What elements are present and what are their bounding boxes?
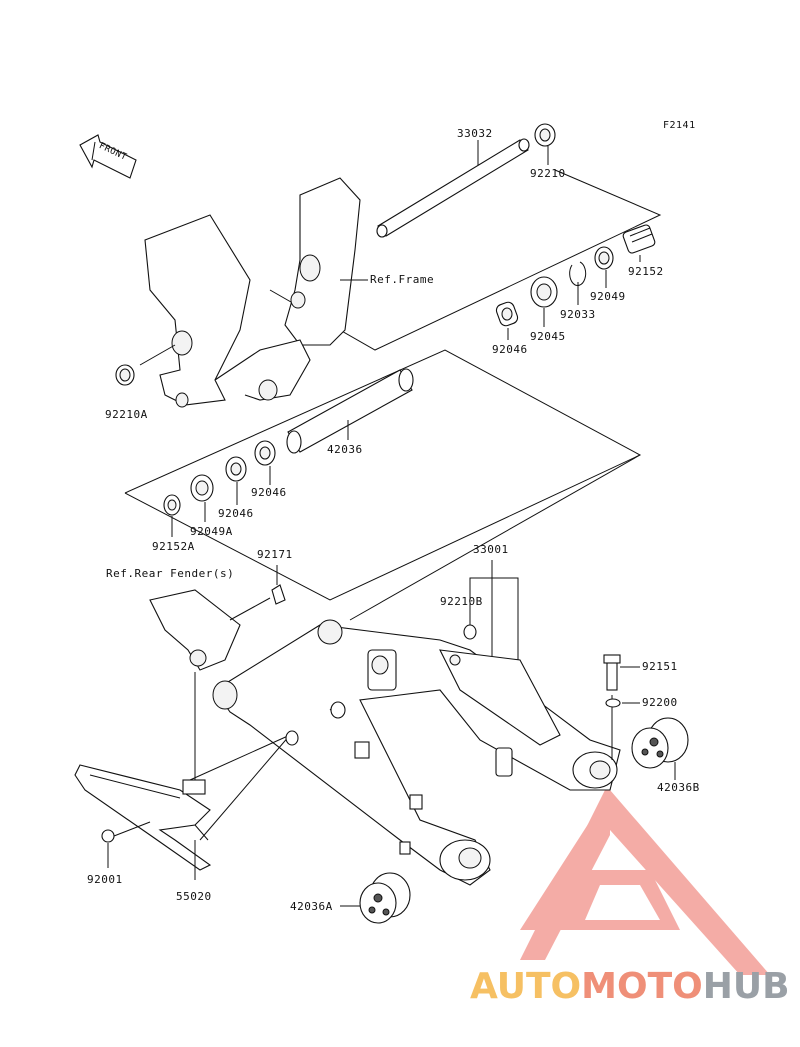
- eccentric-42036B: [631, 717, 689, 780]
- cap-92152: [622, 224, 656, 262]
- bearing-92046-left-2: [225, 456, 247, 505]
- seal-92049: [594, 246, 614, 288]
- part-label-92152: 92152: [628, 265, 664, 278]
- ref-rear-fender-label: Ref.Rear Fender(s): [106, 567, 235, 580]
- bearing-92045: [530, 276, 558, 327]
- part-label-92045: 92045: [530, 330, 566, 343]
- collar-92210A: [115, 344, 176, 386]
- figure-id: F2141: [663, 120, 696, 131]
- part-label-92049: 92049: [590, 290, 626, 303]
- part-label-33001: 33001: [473, 543, 509, 556]
- seal-92049A: [190, 474, 214, 522]
- bearing-92046-left-1: [254, 440, 276, 485]
- collar-92210: [534, 123, 556, 165]
- sleeve-42036: [286, 368, 414, 454]
- part-label-42036: 42036: [327, 443, 363, 456]
- clip-92171: [229, 565, 286, 621]
- part-label-92049A: 92049A: [190, 525, 233, 538]
- chain-guard-55020: [74, 764, 212, 871]
- ref-frame-label: Ref.Frame: [370, 273, 435, 286]
- bolt-92001: [101, 821, 151, 868]
- part-label-92033: 92033: [560, 308, 596, 321]
- part-label-42036A: 42036A: [290, 900, 333, 913]
- part-label-55020: 55020: [176, 890, 212, 903]
- circlip-92033: [569, 261, 587, 305]
- part-label-92046-left-2: 92046: [218, 507, 254, 520]
- eccentric-42036A: [340, 872, 411, 924]
- watermark-logo: [520, 780, 770, 975]
- frame-sketch: [144, 177, 368, 408]
- part-label-92210B: 92210B: [440, 595, 483, 608]
- part-label-92210A: 92210A: [105, 408, 148, 421]
- part-label-92151: 92151: [642, 660, 678, 673]
- watermark-auto: AUTO: [470, 966, 582, 1007]
- watermark-hub: HUB: [702, 966, 790, 1007]
- watermark-text: AUTOMOTOHUB: [470, 966, 790, 1007]
- bolt-92151: [603, 654, 640, 760]
- bearing-92046-upper: [495, 301, 519, 340]
- collar-small-center: [285, 701, 346, 746]
- part-label-92046-upper: 92046: [492, 343, 528, 356]
- swingarm-33001: [189, 619, 621, 886]
- part-label-33032: 33032: [457, 127, 493, 140]
- front-arrow-icon: [79, 134, 137, 179]
- part-label-92171: 92171: [257, 548, 293, 561]
- pivot-shaft-33032: [376, 138, 530, 238]
- part-label-92001: 92001: [87, 873, 123, 886]
- part-label-92200: 92200: [642, 696, 678, 709]
- collar-92210B: [463, 624, 477, 640]
- cap-92152A: [163, 494, 181, 537]
- part-label-42036B: 42036B: [657, 781, 700, 794]
- part-label-92152A: 92152A: [152, 540, 195, 553]
- washer-92200: [605, 698, 640, 708]
- part-label-92046-left-1: 92046: [251, 486, 287, 499]
- fender-bracket: [149, 589, 241, 780]
- part-label-92210: 92210: [530, 167, 566, 180]
- watermark-moto: MOTO: [581, 966, 703, 1007]
